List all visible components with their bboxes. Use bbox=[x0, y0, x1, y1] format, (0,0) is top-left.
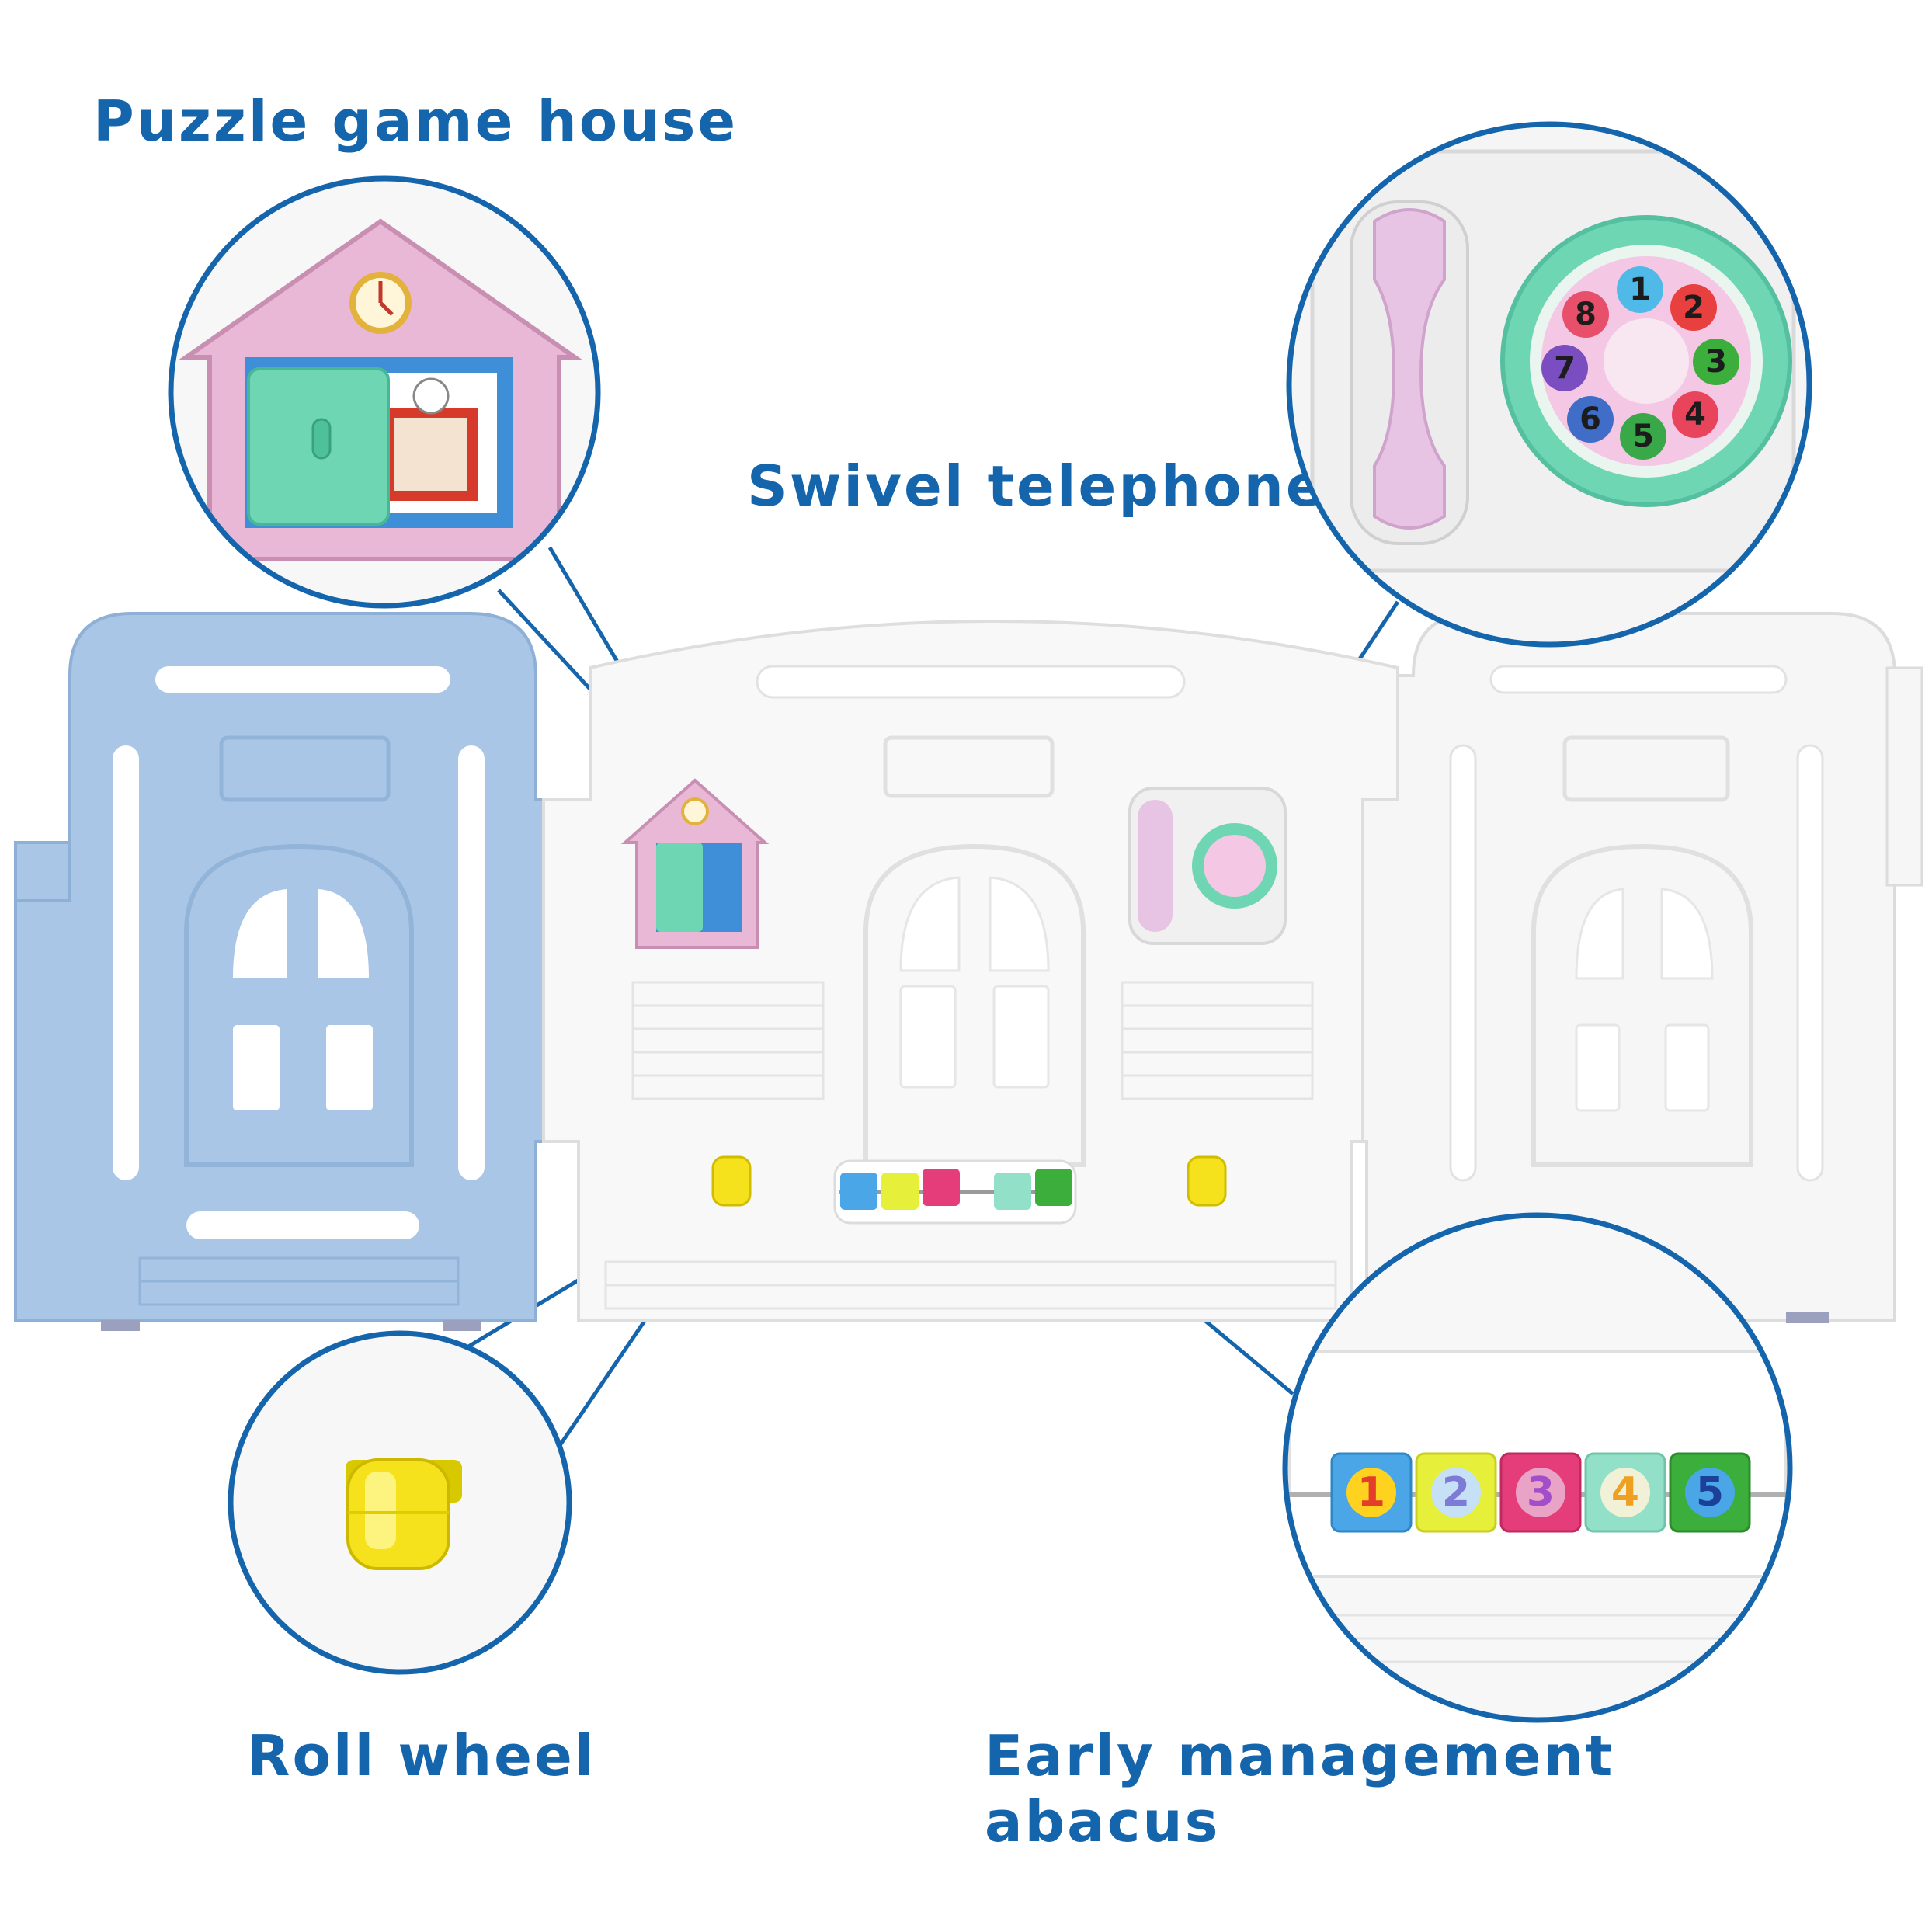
label-swivel-telephone: Swivel telephone bbox=[747, 453, 1326, 519]
dial-holes bbox=[1541, 266, 1739, 460]
label-roll-wheel: Roll wheel bbox=[247, 1723, 596, 1788]
callout-abacus: 1 2 3 4 5 bbox=[1282, 1212, 1793, 1723]
dial-number-2: 2 bbox=[1683, 290, 1704, 325]
abacus-bead-2: 2 bbox=[1442, 1469, 1470, 1516]
label-early-management: Early management bbox=[985, 1723, 1615, 1788]
dial-number-1: 1 bbox=[1629, 272, 1651, 308]
dial-number-4: 4 bbox=[1684, 397, 1706, 433]
callout-roll-wheel bbox=[228, 1330, 572, 1675]
dial-number-8: 8 bbox=[1575, 297, 1597, 332]
small-abacus bbox=[833, 1159, 1077, 1225]
small-puzzle-house bbox=[620, 778, 770, 949]
abacus-bead-1: 1 bbox=[1357, 1469, 1385, 1516]
dial-number-6: 6 bbox=[1579, 401, 1601, 437]
callout-swivel-telephone: 1 2 3 4 5 6 7 8 bbox=[1286, 121, 1812, 648]
blue-panel bbox=[14, 612, 580, 1331]
dial-number-3: 3 bbox=[1705, 344, 1727, 380]
dial-number-7: 7 bbox=[1554, 350, 1576, 386]
abacus-bead-3: 3 bbox=[1527, 1469, 1555, 1516]
dial-number-5: 5 bbox=[1632, 419, 1654, 454]
small-roll-wheel-right bbox=[1187, 1155, 1227, 1207]
label-abacus: abacus bbox=[985, 1789, 1221, 1854]
abacus-bead-5: 5 bbox=[1696, 1469, 1724, 1516]
right-white-panel bbox=[1326, 612, 1923, 1323]
label-puzzle-game-house: Puzzle game house bbox=[93, 89, 738, 154]
center-white-panel bbox=[542, 620, 1399, 1322]
callout-puzzle-game-house bbox=[168, 175, 601, 609]
small-roll-wheel-left bbox=[711, 1155, 752, 1207]
small-telephone bbox=[1128, 787, 1287, 945]
abacus-bead-4: 4 bbox=[1611, 1469, 1639, 1516]
